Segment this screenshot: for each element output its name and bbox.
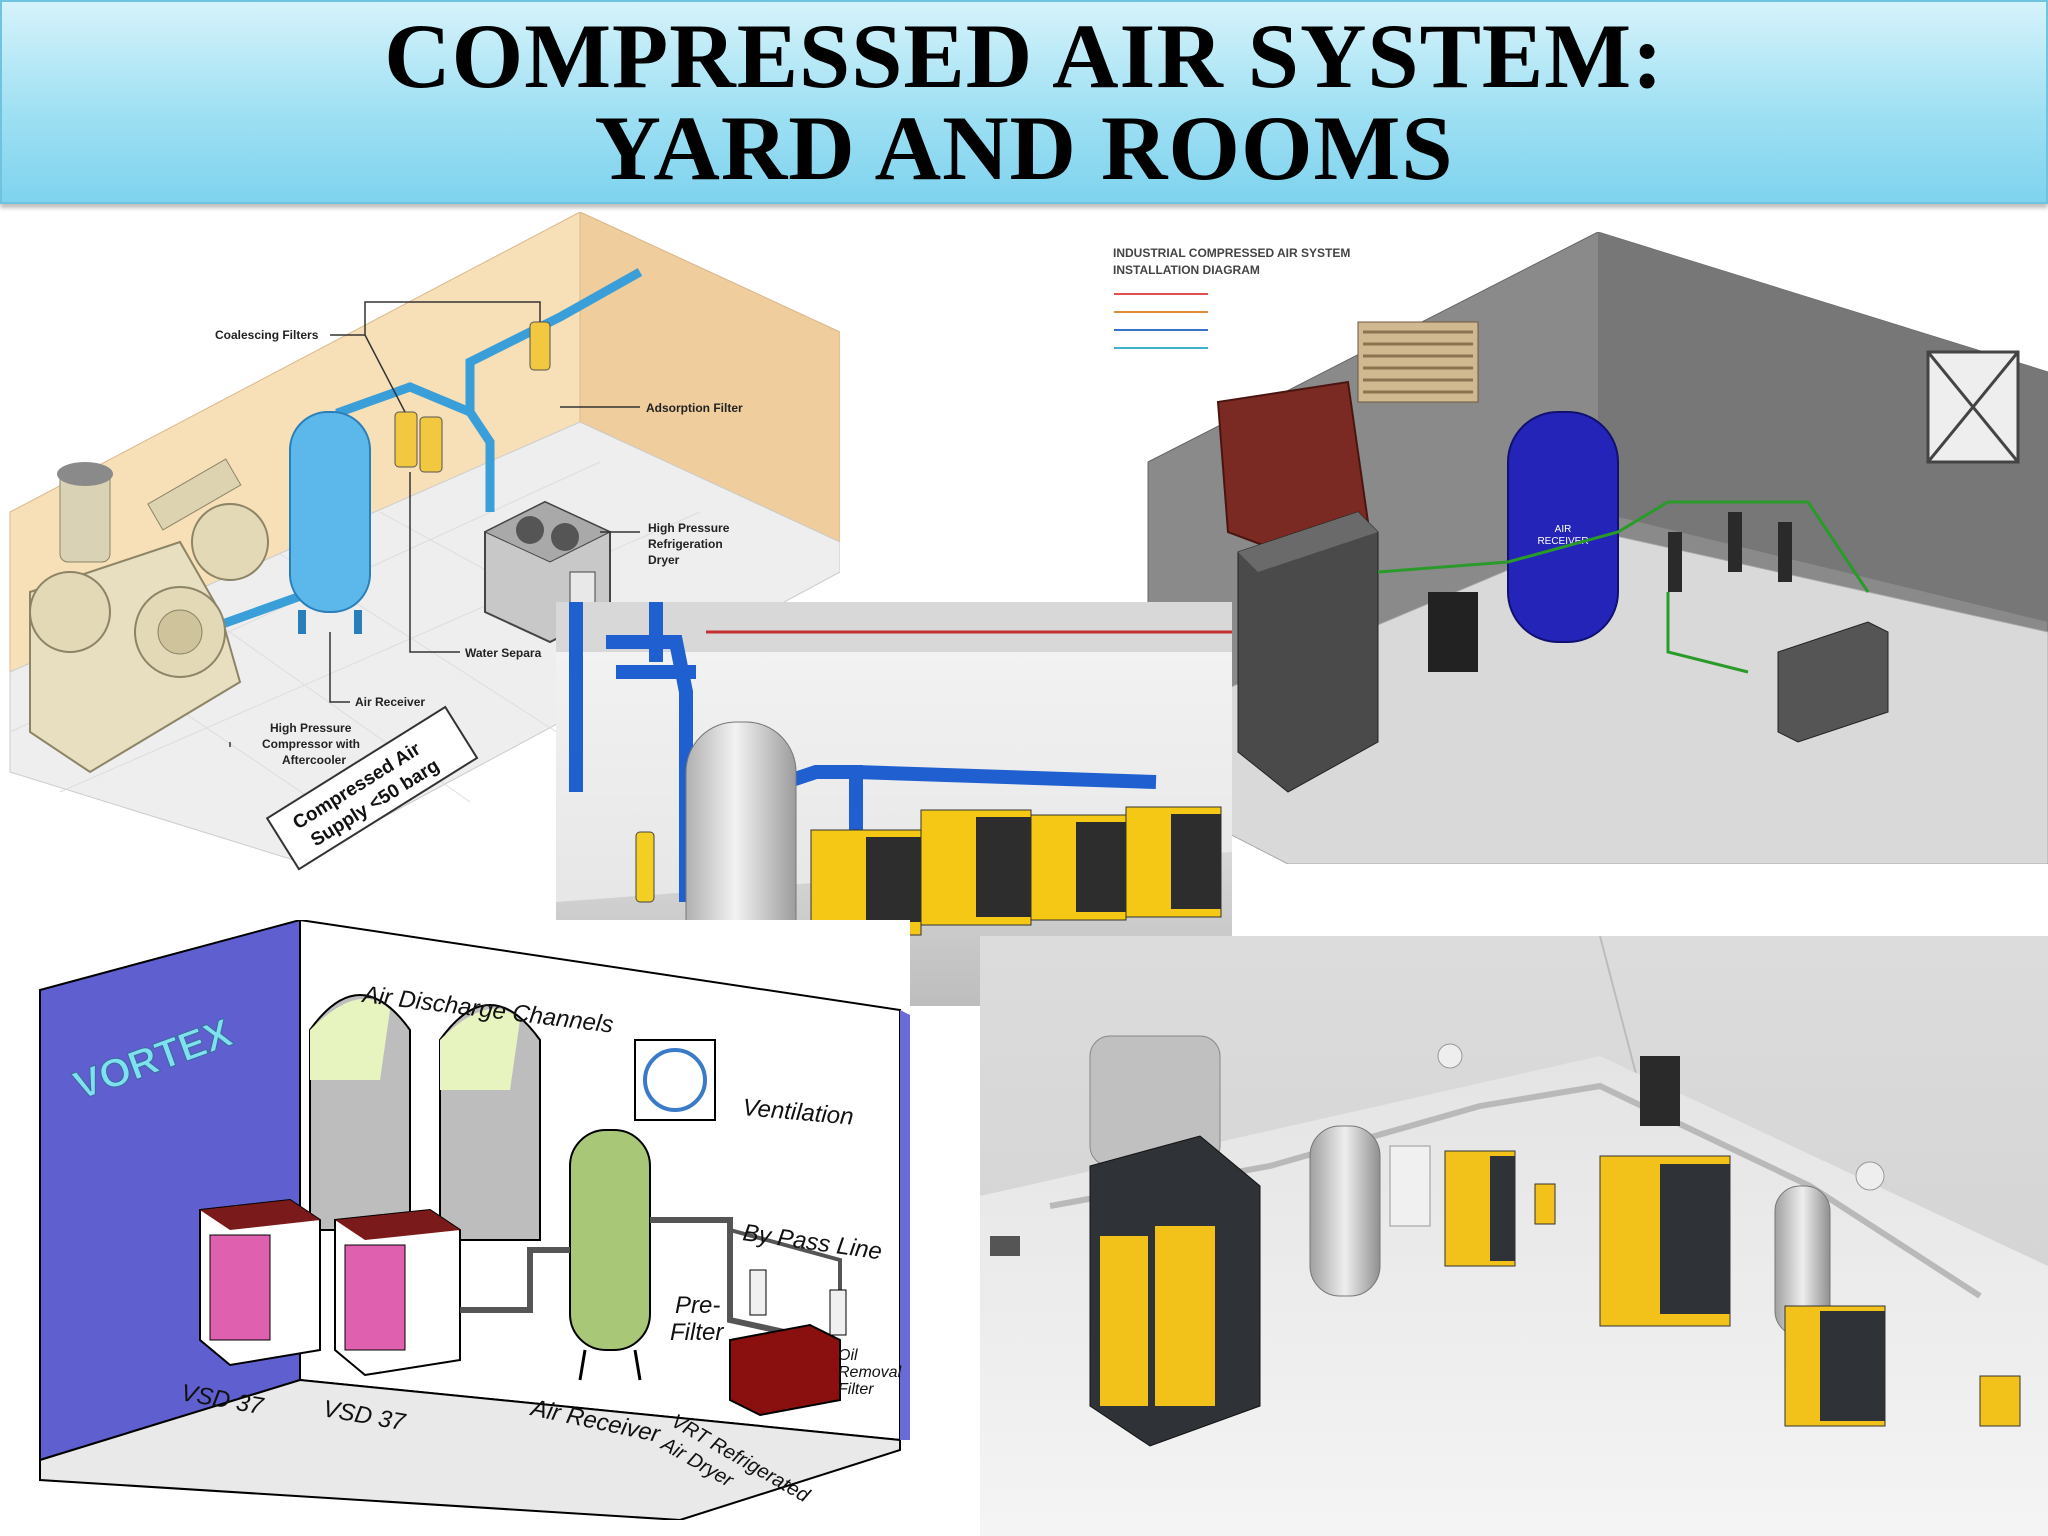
receiver-label-1: AIR bbox=[1555, 524, 1572, 535]
photo-compressor-2 bbox=[920, 809, 1032, 926]
label-water-separator: Water Separa bbox=[465, 646, 542, 660]
kaeser-dryer bbox=[1784, 1305, 1886, 1427]
yard-diagram-panel: Coalescing Filters Adsorption Filter Hig… bbox=[0, 212, 840, 872]
label-coalescing-filters: Coalescing Filters bbox=[215, 328, 319, 342]
label-compressor-1: High Pressure bbox=[270, 721, 352, 735]
room-diagram-legend bbox=[1114, 293, 1208, 349]
label-oil-2: Removal bbox=[838, 1364, 902, 1381]
room-isometric-panel: INDUSTRIAL COMPRESSED AIR SYSTEM INSTALL… bbox=[1108, 232, 2048, 864]
vortex-diagram: VORTEX Air Discharge Channels Ventilatio… bbox=[30, 920, 910, 1520]
air-receiver-graphic bbox=[289, 411, 371, 634]
kaeser-room-render bbox=[980, 936, 2048, 1536]
compressor-graphic bbox=[29, 458, 269, 774]
room-diagram-title-2: INSTALLATION DIAGRAM bbox=[1113, 263, 1260, 277]
kaeser-compressor-small bbox=[1444, 1150, 1516, 1267]
photo-compressor-1 bbox=[810, 829, 922, 936]
compressor-room-photo-panel bbox=[556, 602, 1232, 1006]
label-dryer-3: Dryer bbox=[648, 553, 680, 567]
kaeser-compressor-large bbox=[1599, 1155, 1731, 1327]
label-compressor-3: Aftercooler bbox=[282, 753, 346, 767]
isometric-air-receiver: AIR RECEIVER bbox=[1507, 411, 1619, 643]
room-diagram-title-1: INDUSTRIAL COMPRESSED AIR SYSTEM bbox=[1113, 246, 1350, 260]
label-dryer-2: Refrigeration bbox=[648, 537, 723, 551]
title-banner: COMPRESSED AIR SYSTEM: YARD AND ROOMS bbox=[0, 0, 2048, 204]
room-isometric-diagram: INDUSTRIAL COMPRESSED AIR SYSTEM INSTALL… bbox=[1108, 232, 2048, 864]
vortex-air-receiver bbox=[569, 1129, 651, 1381]
label-oil-1: Oil bbox=[838, 1347, 858, 1364]
label-prefilter-1: Pre- bbox=[675, 1292, 720, 1319]
kaeser-room-render-panel bbox=[980, 936, 2048, 1536]
yard-diagram: Coalescing Filters Adsorption Filter Hig… bbox=[0, 212, 840, 872]
label-air-receiver: Air Receiver bbox=[355, 695, 425, 709]
photo-compressor-3 bbox=[1030, 814, 1127, 921]
label-compressor-2: Compressor with bbox=[262, 737, 360, 751]
kaeser-compressor-main bbox=[1089, 1035, 1261, 1447]
label-dryer-1: High Pressure bbox=[648, 521, 730, 535]
label-oil-3: Filter bbox=[838, 1381, 874, 1398]
vsd-unit-a bbox=[199, 1198, 321, 1367]
slide-title-line-1: COMPRESSED AIR SYSTEM: bbox=[384, 5, 1664, 107]
vsd-unit-b bbox=[334, 1208, 461, 1377]
compressor-room-photo bbox=[556, 602, 1232, 1006]
receiver-label-2: RECEIVER bbox=[1537, 536, 1588, 547]
slide-title-line-2: YARD AND ROOMS bbox=[594, 97, 1454, 199]
kaeser-receiver-1 bbox=[1309, 1125, 1381, 1297]
photo-compressor-4 bbox=[1125, 806, 1222, 918]
label-adsorption-filter: Adsorption Filter bbox=[646, 401, 743, 415]
vortex-diagram-panel: VORTEX Air Discharge Channels Ventilatio… bbox=[30, 920, 910, 1520]
label-prefilter-2: Filter bbox=[670, 1319, 724, 1346]
